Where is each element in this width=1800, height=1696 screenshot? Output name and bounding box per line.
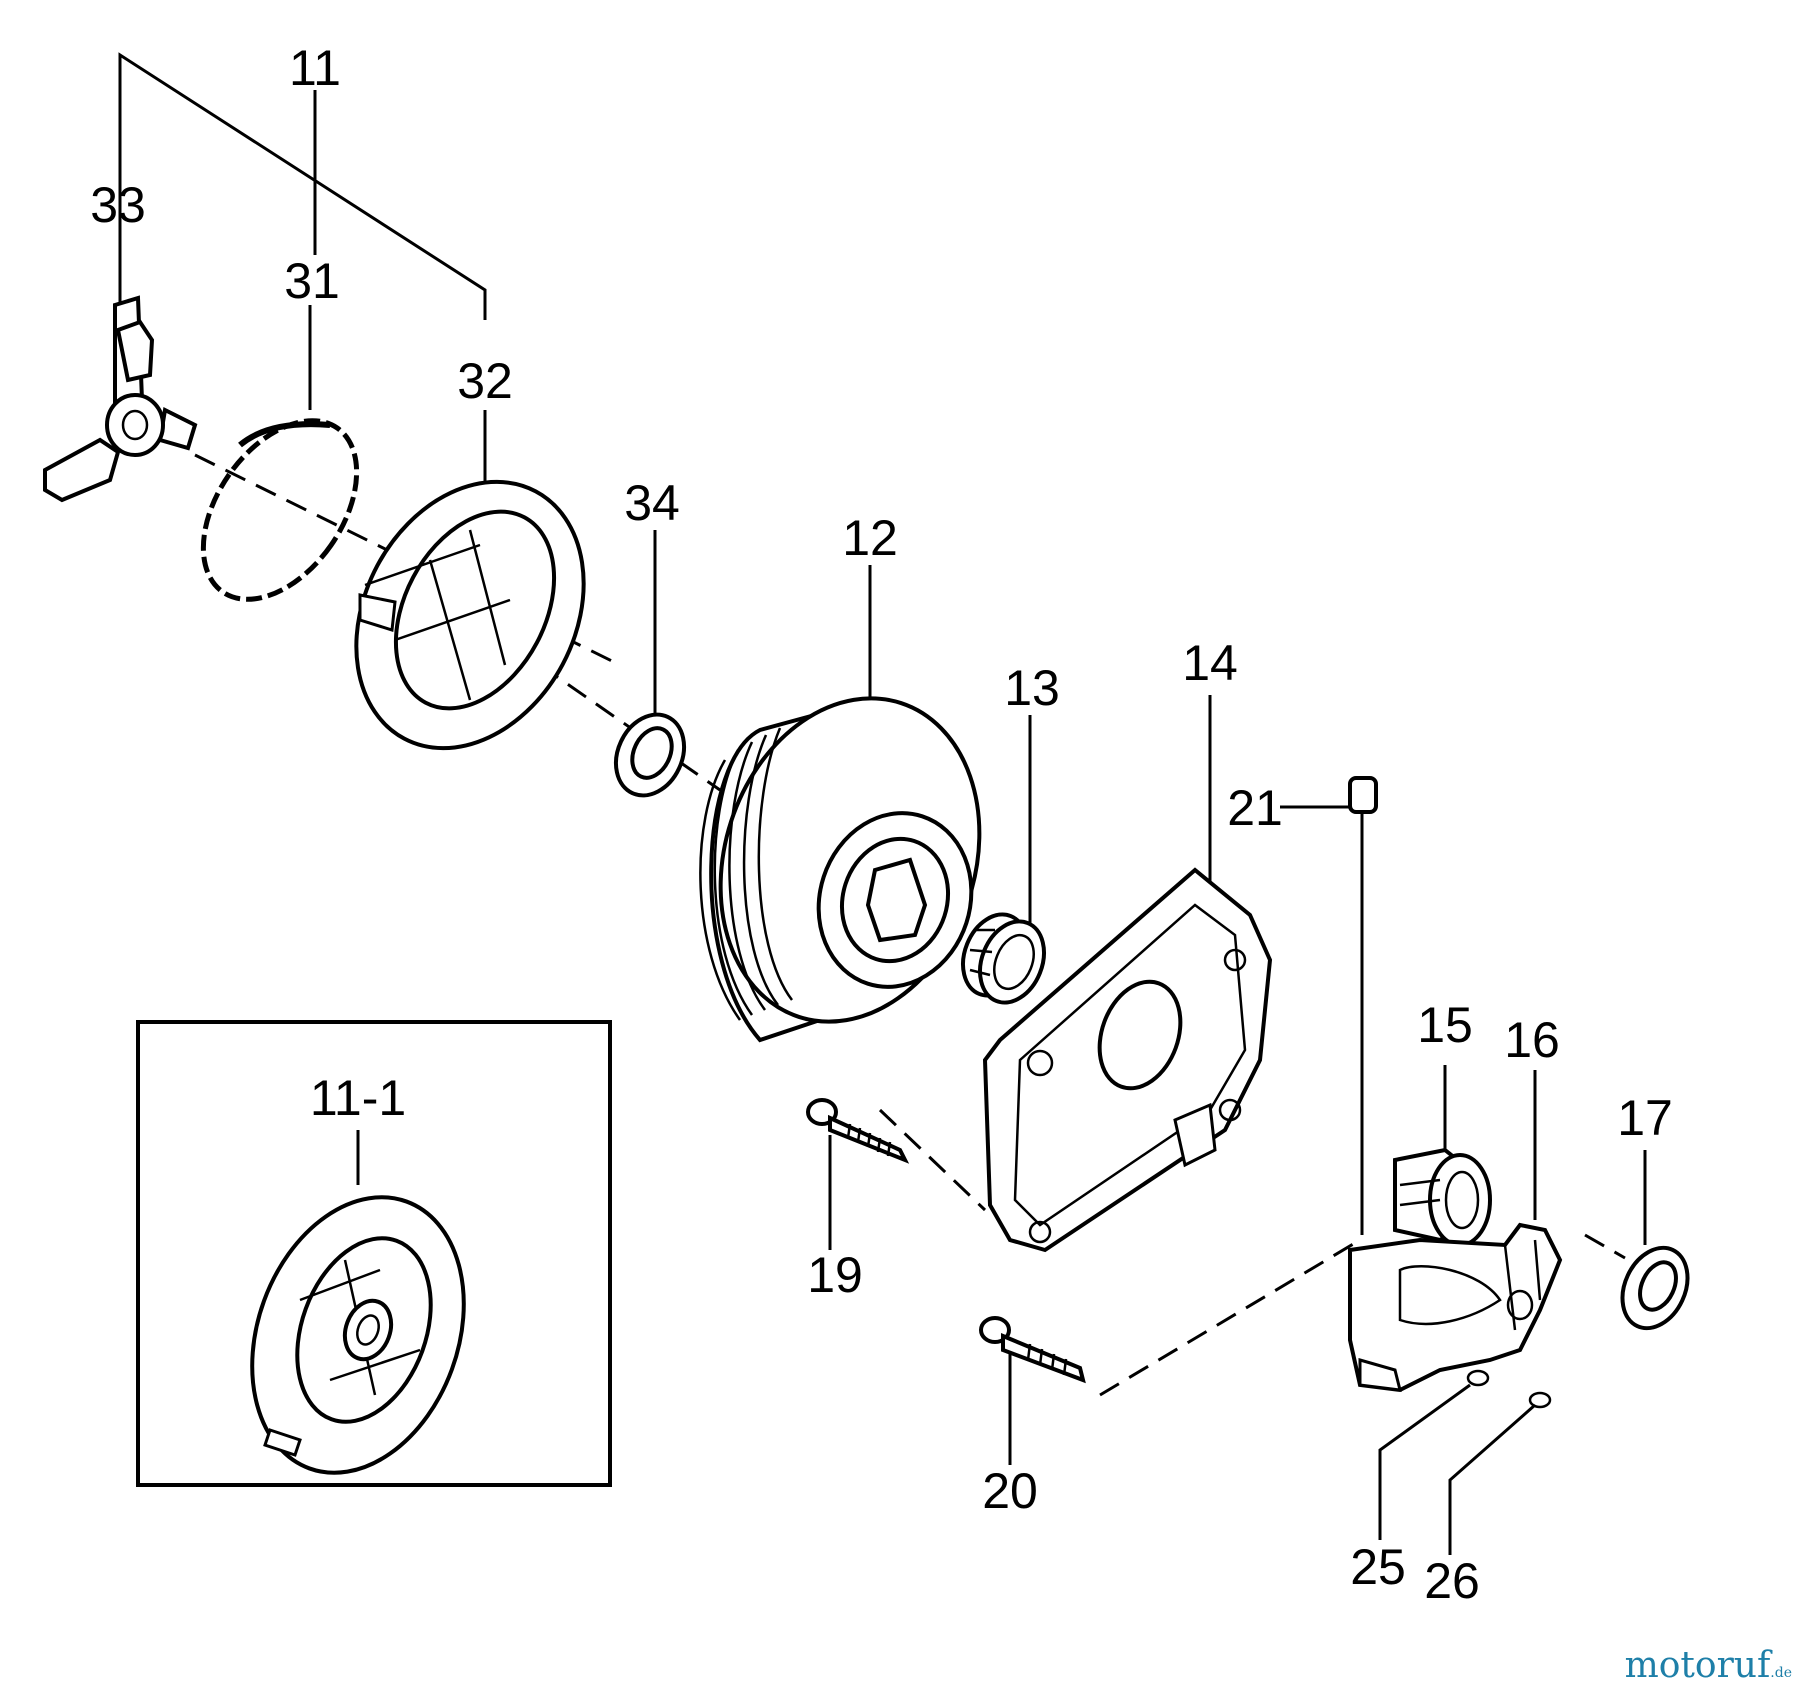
oil-pump-housing-part-16 <box>1348 1222 1563 1393</box>
leader-lines <box>118 52 1647 1555</box>
label-part-32: 32 <box>457 353 513 409</box>
watermark-brand: motoruf <box>1624 1645 1771 1686</box>
label-part-21: 21 <box>1227 780 1283 836</box>
label-part-15: 15 <box>1417 997 1473 1053</box>
inset-box-part-11-1 <box>136 1020 612 1487</box>
clutch-drum-part-12 <box>699 696 982 1043</box>
watermark-suffix: .de <box>1770 1665 1792 1681</box>
label-part-11-1: 11-1 <box>310 1070 406 1126</box>
oil-pump-body-part-15 <box>1393 1147 1492 1247</box>
label-part-33: 33 <box>90 177 146 233</box>
spring-ring-part-31 <box>200 418 360 602</box>
label-part-11: 11 <box>289 40 341 96</box>
bolt-part-20 <box>979 1316 1086 1384</box>
cover-plate-part-14 <box>982 867 1273 1253</box>
label-part-17: 17 <box>1617 1090 1673 1146</box>
label-part-14: 14 <box>1182 635 1238 691</box>
label-part-20: 20 <box>982 1463 1038 1519</box>
bolt-part-19 <box>806 1098 910 1164</box>
washer-part-34 <box>613 712 687 798</box>
label-part-25: 25 <box>1350 1539 1406 1595</box>
label-part-16: 16 <box>1504 1012 1560 1068</box>
label-part-13: 13 <box>1004 660 1060 716</box>
label-part-26: 26 <box>1424 1553 1480 1609</box>
clutch-spider-part-33 <box>43 295 198 503</box>
label-part-12: 12 <box>842 510 898 566</box>
label-part-19: 19 <box>807 1247 863 1303</box>
plug-part-21 <box>1348 776 1378 814</box>
clutch-shoes-part-32 <box>354 479 586 751</box>
seal-part-17 <box>1620 1245 1690 1331</box>
brand-watermark: motoruf.de <box>1625 1645 1792 1686</box>
part-number-labels: 11 33 31 32 34 12 13 14 21 15 16 17 19 2… <box>90 40 1673 1609</box>
o-rings-parts-25-26 <box>1466 1369 1552 1409</box>
label-part-31: 31 <box>284 253 340 309</box>
label-part-34: 34 <box>624 475 680 531</box>
needle-bearing-part-13 <box>961 912 1046 1005</box>
